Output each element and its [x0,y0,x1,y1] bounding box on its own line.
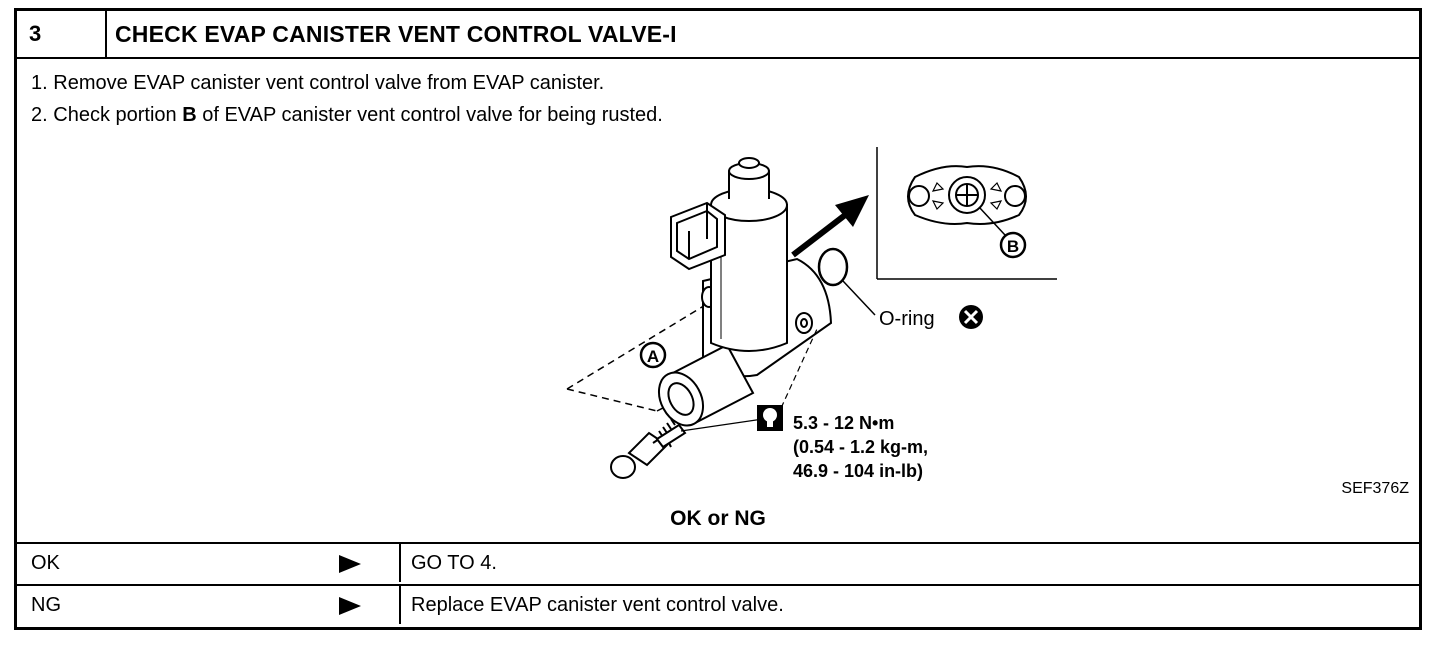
column-divider [399,586,401,624]
o-ring [817,247,849,287]
torque-imperial: 46.9 - 104 in-lb) [793,461,923,481]
result-prompt: OK or NG [670,507,766,530]
portion-label: B [182,104,197,126]
torque-wrench-icon [757,405,783,431]
figure-code: SEF376Z [1341,480,1409,497]
label-a: A [647,347,659,366]
result-condition: OK [31,552,60,574]
torque-value: 5.3 - 12 N•m [793,413,894,433]
o-ring-leader [842,280,876,316]
mounting-bolt [610,418,687,479]
electrical-connector [670,201,726,271]
step-text-after: of EVAP canister vent control valve for … [196,104,663,126]
do-not-reuse-icon [959,305,983,329]
result-action: Replace EVAP canister vent control valve… [411,594,784,616]
inset-detail: B [876,147,1057,280]
bolt-axis [776,328,818,418]
outlet-tube [657,343,755,427]
result-action: GO TO 4. [411,552,497,574]
result-row-ok: OK GO TO 4. [17,542,1419,582]
torque-metric: (0.54 - 1.2 kg-m, [793,437,928,457]
step-title: CHECK EVAP CANISTER VENT CONTROL VALVE-I [115,21,677,47]
instruction-step-1: 1. Remove EVAP canister vent control val… [31,67,663,99]
label-a-circle [639,341,667,369]
arrow-right-icon [339,555,361,573]
result-row-ng: NG Replace EVAP canister vent control va… [17,584,1419,624]
column-divider [399,544,401,582]
result-condition: NG [31,594,61,616]
label-b: B [1007,237,1019,256]
valve-body [710,157,788,352]
step-index: 2. [31,104,48,126]
step-text: Remove EVAP canister vent control valve … [53,72,605,94]
o-ring-label: O-ring [879,308,935,330]
step-index: 1. [31,72,48,94]
arrow-right-icon [339,597,361,615]
arrow-icon [791,195,869,258]
step-number: 3 [17,11,107,57]
step-text-before: Check portion [53,104,183,126]
step-header: 3 CHECK EVAP CANISTER VENT CONTROL VALVE… [17,11,1419,59]
procedure-table: 3 CHECK EVAP CANISTER VENT CONTROL VALVE… [14,8,1422,630]
instruction-step-2: 2. Check portion B of EVAP canister vent… [31,99,663,131]
valve-diagram: O-ring B A [566,147,1409,497]
instruction-list: 1. Remove EVAP canister vent control val… [31,67,663,131]
